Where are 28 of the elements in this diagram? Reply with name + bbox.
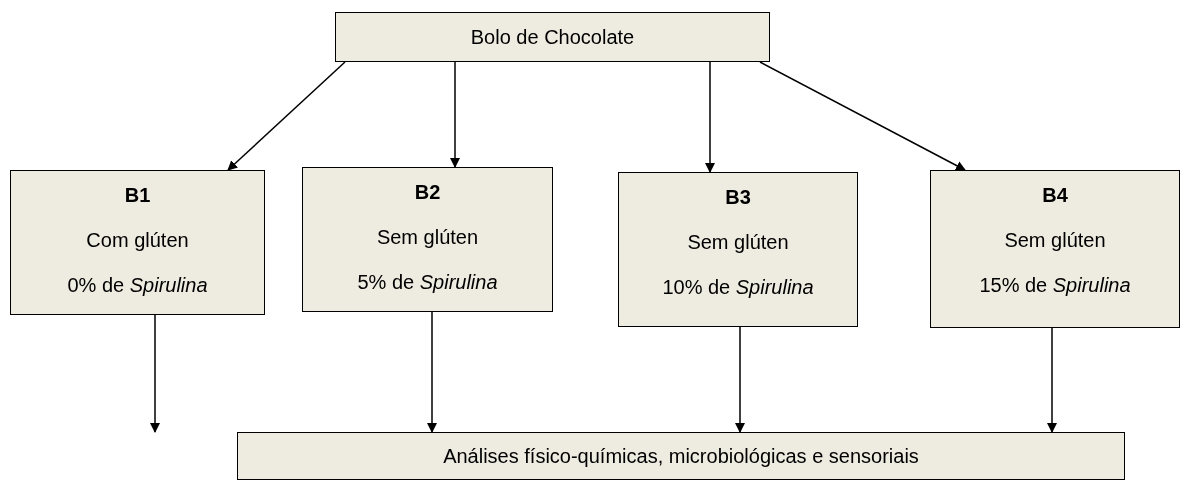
gluten-label: Sem glúten xyxy=(376,225,479,250)
box-label: Bolo de Chocolate xyxy=(470,24,635,50)
spirulina-label: 5% de Spirulina xyxy=(357,270,498,295)
arrow xyxy=(150,314,160,433)
gluten-label: Sem glúten xyxy=(1004,228,1106,253)
sample-box xyxy=(618,172,858,327)
arrow xyxy=(705,61,715,173)
gluten-label: Sem glúten xyxy=(687,230,789,255)
arrow xyxy=(759,61,966,171)
process-box xyxy=(237,432,1125,480)
gluten-label: Com glúten xyxy=(86,228,189,253)
spirulina-label: 10% de Spirulina xyxy=(662,275,814,300)
process-box xyxy=(335,12,770,62)
sample-code: B3 xyxy=(725,185,751,210)
arrow xyxy=(227,61,346,171)
sample-code: B4 xyxy=(1042,183,1068,208)
arrow xyxy=(1047,327,1057,433)
sample-box xyxy=(930,170,1180,328)
arrow xyxy=(450,61,460,168)
arrow xyxy=(427,311,437,433)
sample-code: B1 xyxy=(124,183,151,208)
box-label: Análises físico-químicas, microbiológicas e sensoriais xyxy=(443,443,919,469)
spirulina-label: 15% de Spirulina xyxy=(979,273,1131,298)
sample-box xyxy=(10,170,265,315)
sample-code: B2 xyxy=(414,180,441,205)
spirulina-label: 0% de Spirulina xyxy=(67,273,208,298)
sample-box xyxy=(302,167,553,312)
arrow xyxy=(735,326,745,433)
